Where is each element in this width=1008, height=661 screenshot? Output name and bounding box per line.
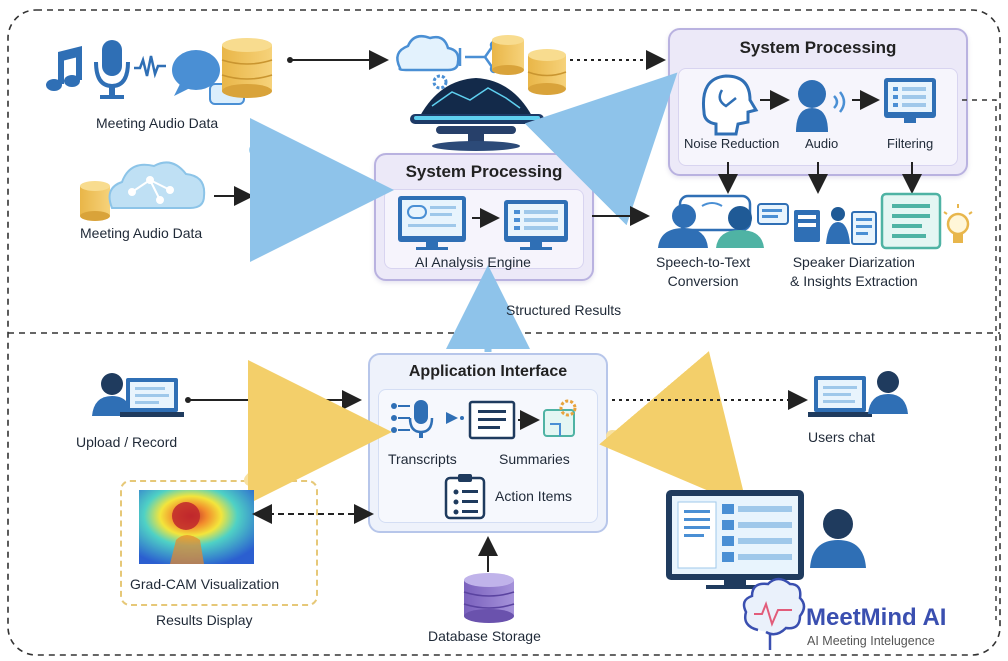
person-laptop-icon-left [92, 373, 184, 417]
speaker-diarization-label: Speaker Diarization & Insights Extractio… [790, 254, 918, 289]
application-interface-title: Application Interface [408, 363, 568, 380]
summaries-label: Summaries [499, 451, 570, 467]
structured-results-label: Structured Results [506, 302, 622, 318]
cloud-icon [396, 35, 460, 72]
person-laptop-icon-right [808, 371, 908, 417]
upload-record-label: Upload / Record [76, 434, 178, 450]
database-icon-cloud-a [492, 35, 524, 75]
noise-reduction-label: Noise Reduction [684, 136, 780, 151]
brain-logo-icon [742, 577, 806, 650]
database-storage-label: Database Storage [428, 628, 541, 644]
results-display-label: Results Display [156, 612, 253, 628]
blue-flow-arrow-left [249, 117, 394, 262]
system-processing-right-box: System Processing [668, 28, 968, 176]
brand-tagline: AI Meeting Intelugence [807, 634, 935, 648]
ai-engine-label: AI Analysis Engine [415, 254, 531, 270]
database-icon-top [221, 38, 273, 98]
system-processing-right-inner [678, 68, 958, 166]
sound-wave-icon [134, 55, 166, 79]
audio-label: Audio [805, 136, 839, 151]
right-dashed-connector [962, 99, 997, 620]
gear-icon [432, 74, 448, 90]
meeting-audio-top-label: Meeting Audio Data [96, 115, 219, 131]
grad-cam-label: Grad-CAM Visualization [130, 576, 280, 592]
people-conversation-icon [658, 194, 764, 248]
database-icon-mid [80, 181, 110, 221]
yellow-flow-arrow-left [244, 360, 392, 505]
application-interface-box: Application Interface [368, 353, 608, 533]
lightbulb-icon [943, 204, 973, 243]
document-icon-right [880, 192, 942, 250]
transcripts-label: Transcripts [388, 451, 457, 467]
chat-bubble-icon [172, 50, 245, 105]
ai-device-icon [410, 78, 544, 151]
microphone-icon [94, 40, 130, 99]
database-icon-storage [463, 573, 515, 623]
speech-to-text-label: Speech-to-Text Conversion [656, 254, 751, 289]
database-icon-cloud-b [527, 49, 567, 95]
insights-icon [757, 203, 877, 245]
cloud-network-icon [108, 161, 206, 209]
system-processing-right-title: System Processing [739, 38, 897, 57]
yellow-flow-arrow-right [599, 351, 748, 508]
action-items-label: Action Items [495, 488, 573, 504]
results-monitor-large [666, 490, 866, 589]
brand-name: MeetMind AI [806, 604, 947, 631]
filtering-label: Filtering [887, 136, 934, 151]
users-chat-label: Users chat [808, 429, 875, 445]
music-note-icon [46, 46, 82, 91]
blue-flow-arrow-right [524, 72, 678, 226]
meeting-audio-mid-label: Meeting Audio Data [80, 225, 203, 241]
network-icon [458, 40, 499, 74]
system-processing-center-title: System Processing [405, 162, 563, 181]
